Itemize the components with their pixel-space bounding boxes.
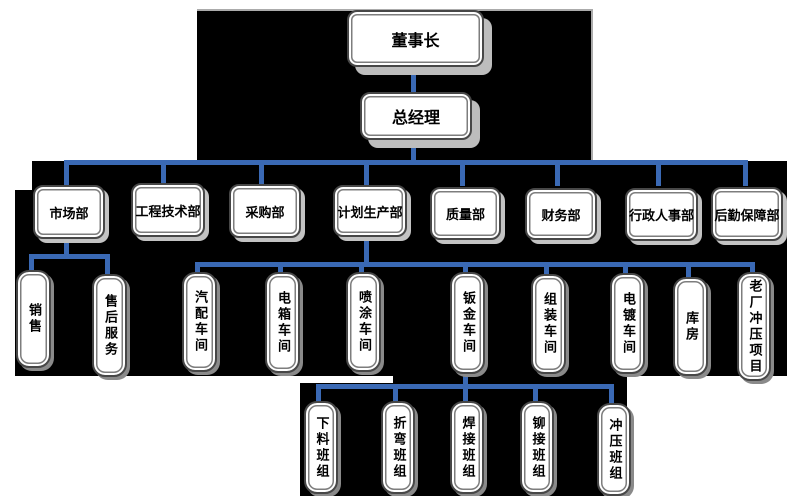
org-node-old-plant-stamping-project: 老厂冲压项目 [737, 272, 771, 381]
org-node-dept-finance: 财务部 [525, 188, 597, 240]
org-node-label: 冲压班组 [606, 417, 622, 482]
org-node-label: 工程技术部 [135, 204, 201, 220]
org-node-dept-purchasing: 采购部 [229, 184, 301, 238]
connector-drop-dept [364, 165, 369, 186]
connector-drop-market-child [105, 259, 110, 274]
connector-drop-dept [743, 165, 748, 186]
connector-drop-team [463, 389, 468, 402]
connector-gm-down [411, 136, 416, 162]
org-node-dept-admin-hr: 行政人事部 [625, 188, 698, 241]
org-node-sheet-metal-workshop: 钣金车间 [450, 272, 485, 374]
connector-drop-market-child [29, 259, 34, 270]
org-node-cutting-team: 下料班组 [304, 401, 338, 494]
org-node-label: 电镀车间 [620, 291, 635, 356]
org-node-label: 董事长 [391, 30, 440, 50]
connector-drop-dept [259, 165, 264, 186]
connector-drop-workshop [544, 267, 549, 275]
connector-drop-team [609, 389, 614, 404]
connector-sheetmetal-down [463, 369, 468, 386]
org-node-chairman: 董事长 [347, 10, 484, 67]
org-node-label: 钣金车间 [460, 291, 475, 355]
org-node-label: 销售 [26, 303, 41, 335]
org-node-dept-production-planning: 计划生产部 [333, 185, 407, 237]
org-node-dept-engineering: 工程技术部 [131, 183, 205, 237]
org-node-assembly-workshop: 组装车间 [531, 274, 566, 374]
connector-drop-dept [161, 165, 166, 186]
connector-dept-rail [64, 160, 748, 165]
org-node-label: 电箱车间 [275, 290, 290, 355]
org-node-stamping-team: 冲压班组 [597, 403, 631, 496]
connector-drop-workshop [686, 267, 691, 278]
org-node-spray-paint-workshop: 喷涂车间 [346, 272, 381, 372]
org-node-label: 市场部 [49, 206, 89, 222]
connector-drop-workshop [195, 267, 200, 273]
org-node-general-manager: 总经理 [360, 92, 472, 140]
org-node-sales: 销售 [16, 270, 51, 368]
org-node-label: 总经理 [391, 108, 440, 127]
connector-drop-team [533, 389, 538, 402]
connector-drop-team [393, 389, 398, 402]
connector-chairman-gm [411, 63, 416, 93]
connector-drop-dept [656, 165, 661, 186]
connector-drop-workshop [750, 267, 755, 273]
connector-drop-workshop [278, 267, 283, 273]
org-node-label: 铆接班组 [529, 415, 545, 480]
org-node-dept-market: 市场部 [33, 185, 105, 239]
connector-drop-workshop [623, 267, 628, 274]
org-node-bending-team: 折弯班组 [381, 401, 415, 494]
backdrop-bridge-panel [393, 370, 627, 384]
org-node-welding-team: 焊接班组 [450, 401, 484, 494]
connector-workshop-rail [195, 262, 755, 267]
org-node-label: 老厂冲压项目 [746, 278, 762, 375]
org-node-dept-quality: 质量部 [430, 187, 501, 240]
org-node-label: 汽配车间 [192, 290, 207, 354]
org-node-label: 财务部 [541, 208, 581, 224]
connector-drop-workshop [359, 267, 364, 273]
connector-drop-team [316, 389, 321, 402]
connector-market-down [64, 235, 69, 255]
connector-drop-dept [460, 165, 465, 186]
connector-drop-dept [555, 165, 560, 186]
org-node-label: 采购部 [245, 205, 285, 221]
org-node-label: 质量部 [445, 208, 485, 223]
org-node-label: 库房 [683, 310, 698, 343]
org-node-after-sales: 售后服务 [92, 274, 127, 377]
org-node-electric-box-workshop: 电箱车间 [265, 272, 300, 373]
org-node-label: 折弯班组 [390, 415, 406, 480]
org-node-dept-logistics: 后勤保障部 [711, 187, 783, 241]
org-node-warehouse: 库房 [673, 277, 708, 376]
org-node-label: 售后服务 [102, 293, 117, 358]
org-node-label: 焊接班组 [459, 415, 475, 480]
org-node-label: 计划生产部 [337, 205, 403, 221]
connector-market-rail [29, 254, 110, 259]
connector-production-down [364, 233, 369, 263]
org-node-label: 下料班组 [313, 415, 329, 480]
org-node-label: 喷涂车间 [356, 290, 371, 354]
org-node-label: 组装车间 [541, 292, 556, 356]
org-node-electroplating-workshop: 电镀车间 [610, 273, 645, 374]
connector-drop-dept [64, 165, 69, 186]
org-node-label: 后勤保障部 [714, 208, 780, 224]
org-node-auto-parts-workshop: 汽配车间 [182, 272, 217, 372]
org-node-label: 行政人事部 [628, 209, 694, 224]
org-node-riveting-team: 铆接班组 [520, 401, 554, 494]
connector-team-rail [316, 384, 614, 389]
connector-drop-workshop [463, 267, 468, 273]
